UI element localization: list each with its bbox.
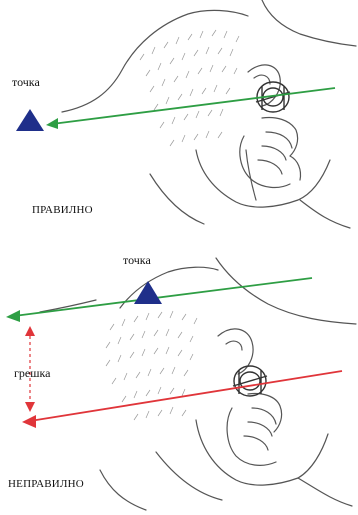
top-target-triangle-icon [16, 109, 44, 131]
error-dimension-arrow-down [25, 402, 35, 412]
incorrect-caption: НЕПРАВИЛНО [8, 479, 84, 490]
bottom-compass-icon [233, 366, 267, 396]
correct-caption: ПРАВИЛНО [32, 205, 93, 216]
error-dimension-arrow-up [25, 326, 35, 336]
bottom-reference-arrowhead [6, 310, 20, 322]
bottom-head-sketch [40, 258, 356, 510]
bottom-error-arrowhead [22, 415, 36, 428]
bottom-error-line [30, 371, 342, 421]
bottom-hair-texture [106, 311, 197, 420]
bottom-point-label: точка [123, 254, 151, 266]
top-sight-arrowhead [46, 118, 58, 129]
top-hair-texture [140, 30, 239, 146]
bottom-reference-line [14, 278, 312, 316]
top-point-label: точка [12, 76, 40, 88]
error-label: грешка [14, 367, 50, 379]
bottom-target-triangle-icon [134, 281, 162, 304]
top-sight-line [52, 88, 335, 124]
